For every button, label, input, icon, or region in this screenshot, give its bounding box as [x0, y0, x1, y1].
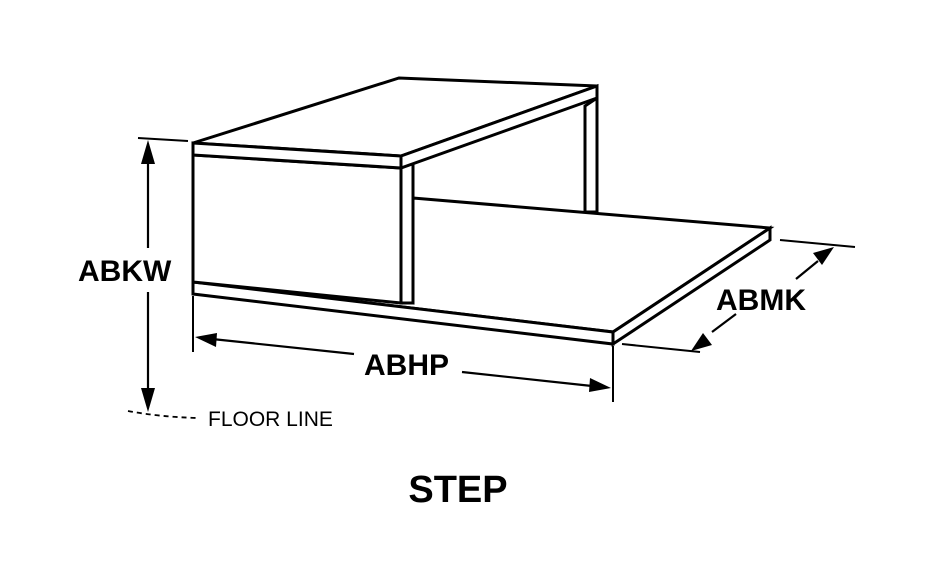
- floor-line-label: FLOOR LINE: [208, 408, 333, 431]
- diagram-title: STEP: [408, 469, 507, 511]
- height-arrow-bottom: [141, 388, 155, 412]
- height-extension-line: [137, 137, 189, 142]
- front-riser-face: [191, 153, 403, 305]
- front-riser-right: [399, 159, 415, 305]
- upper-tread-front: [191, 141, 403, 170]
- step-object: [191, 76, 775, 347]
- depth-dimension-line-upper: [795, 260, 819, 280]
- depth-dimension-line-lower: [711, 313, 737, 333]
- height-dimension-label: ABKW: [78, 255, 172, 288]
- depth-extension-line-front: [621, 343, 701, 353]
- depth-arrow-bottom: [691, 333, 712, 351]
- width-dimension-label: ABHP: [364, 349, 449, 382]
- depth-extension-line-back: [779, 239, 856, 248]
- floor-line: FLOOR LINE: [127, 408, 333, 431]
- floor-line-dashes: [127, 410, 199, 419]
- width-arrow-left: [195, 333, 217, 347]
- width-dimension-line-left: [211, 337, 355, 356]
- width-dimension-line-right: [461, 370, 593, 388]
- width-arrow-right: [589, 378, 611, 392]
- depth-dimension: ABMK: [621, 239, 856, 353]
- depth-dimension-label: ABMK: [716, 284, 806, 317]
- depth-arrow-top: [813, 247, 834, 265]
- back-riser: [583, 95, 599, 214]
- lower-tread-front: [191, 280, 615, 346]
- height-arrow-top: [141, 140, 155, 164]
- width-dimension: ABHP: [192, 296, 614, 402]
- height-dimension: ABKW: [78, 137, 189, 412]
